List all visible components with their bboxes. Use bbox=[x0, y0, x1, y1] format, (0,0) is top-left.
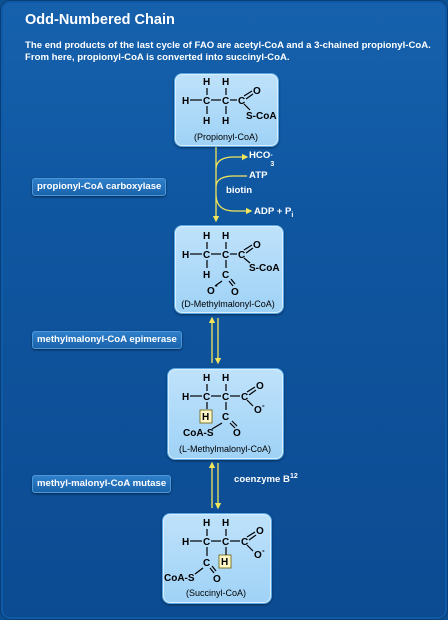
h-atom: H bbox=[182, 96, 189, 107]
o-atom: O bbox=[256, 381, 264, 392]
pi-subscript: i bbox=[291, 211, 294, 219]
charge-minus: - bbox=[262, 546, 265, 555]
compound-name: (L-Methylmalonyl-CoA) bbox=[179, 444, 271, 454]
o-atom: O bbox=[231, 287, 239, 298]
compound-name: (D-Methylmalonyl-CoA) bbox=[181, 299, 275, 309]
intro-text: The end products of the last cycle of FA… bbox=[25, 40, 431, 63]
c-atom: C bbox=[203, 392, 210, 403]
c-atom: C bbox=[222, 250, 229, 261]
enzyme-label-epimerase: methylmalonyl-CoA epimerase bbox=[32, 331, 182, 349]
cofactor-atp: ATP bbox=[249, 170, 268, 181]
h-atom: H bbox=[203, 373, 210, 384]
o-atom: O bbox=[233, 428, 241, 439]
h-atom-highlighted: H bbox=[221, 557, 228, 568]
hco3-charge: - bbox=[270, 152, 273, 159]
c-atom: C bbox=[222, 537, 229, 548]
h-atom: H bbox=[222, 518, 229, 529]
carboxylase-reaction-arrow bbox=[212, 147, 253, 223]
o-minus-atom: O bbox=[207, 286, 215, 297]
coenzyme-text: coenzyme B bbox=[234, 474, 290, 486]
enzyme-label-mutase: methyl-malonyl-CoA mutase bbox=[32, 475, 172, 493]
highlighted-h-box bbox=[199, 409, 213, 424]
l-methylmalonyl-coa-box bbox=[167, 368, 284, 460]
c-atom: C bbox=[203, 537, 210, 548]
highlighted-h-box bbox=[218, 554, 232, 569]
h-atom: H bbox=[203, 77, 210, 88]
h-atom: H bbox=[182, 392, 189, 403]
d-methylmalonyl-coa-box bbox=[174, 225, 284, 314]
succinyl-coa-structure: H H H C C C O O - C H CoA-S O (Succinyl-… bbox=[164, 518, 265, 598]
c-atom: C bbox=[222, 96, 229, 107]
h-atom: H bbox=[222, 373, 229, 384]
succinyl-coa-box bbox=[162, 513, 272, 604]
h-atom: H bbox=[182, 537, 189, 548]
propionyl-coa-structure: H H H C C C O S-CoA H H (Propionyl-CoA) bbox=[182, 77, 277, 142]
d-methylmalonyl-coa-structure: H H H C C C O S-CoA H C O - O (D-Methylm… bbox=[181, 231, 279, 309]
c-atom: C bbox=[222, 270, 229, 281]
o-atom: O bbox=[253, 86, 261, 97]
mutase-equilibrium-arrow bbox=[208, 461, 222, 510]
s-coa-group: S-CoA bbox=[246, 111, 277, 122]
cofactor-biotin: biotin bbox=[226, 185, 253, 196]
cofactor-hco3: HCO- 3 bbox=[249, 150, 276, 168]
coa-s-group: CoA-S bbox=[183, 428, 214, 439]
coenzyme-superscript: 12 bbox=[289, 473, 298, 480]
o-atom: O bbox=[253, 240, 261, 251]
h-atom: H bbox=[182, 250, 189, 261]
c-atom: C bbox=[238, 250, 245, 261]
h-atom: H bbox=[222, 231, 229, 242]
coa-s-group: CoA-S bbox=[164, 573, 195, 584]
cofactor-adp-pi: ADP + Pi bbox=[254, 206, 293, 219]
s-coa-group: S-CoA bbox=[249, 263, 280, 274]
hco3-text: HCO bbox=[249, 150, 271, 161]
c-atom: C bbox=[203, 558, 210, 569]
h-atom: H bbox=[203, 231, 210, 242]
o-minus-atom: O bbox=[254, 405, 262, 416]
h-atom: H bbox=[222, 116, 229, 127]
c-atom: C bbox=[241, 392, 248, 403]
compound-name: (Succinyl-CoA) bbox=[186, 588, 246, 598]
h-atom: H bbox=[222, 77, 229, 88]
c-atom: C bbox=[238, 96, 245, 107]
epimerase-equilibrium-arrow bbox=[208, 316, 222, 365]
compound-name: (Propionyl-CoA) bbox=[194, 132, 258, 142]
o-minus-atom: O bbox=[254, 550, 262, 561]
c-atom: C bbox=[203, 96, 210, 107]
c-atom: C bbox=[241, 537, 248, 548]
o-atom: O bbox=[213, 574, 221, 585]
adp-text: ADP + P bbox=[254, 206, 292, 217]
page-title: Odd-Numbered Chain bbox=[25, 12, 175, 28]
l-methylmalonyl-coa-structure: H H H C C C O O - H C CoA-S O (L-Methylm… bbox=[179, 373, 271, 454]
c-atom: C bbox=[203, 250, 210, 261]
cofactor-coenzyme-b12: coenzyme B12 bbox=[234, 473, 298, 485]
h-atom-highlighted: H bbox=[202, 412, 209, 423]
h-atom: H bbox=[203, 116, 210, 127]
c-atom: C bbox=[222, 412, 229, 423]
o-atom: O bbox=[256, 526, 264, 537]
c-atom: C bbox=[222, 392, 229, 403]
enzyme-label-carboxylase: propionyl-CoA carboxylase bbox=[32, 178, 167, 196]
charge-minus: - bbox=[262, 401, 265, 410]
h-atom: H bbox=[203, 270, 210, 281]
hco3-subscript: 3 bbox=[270, 161, 275, 168]
h-atom: H bbox=[203, 518, 210, 529]
